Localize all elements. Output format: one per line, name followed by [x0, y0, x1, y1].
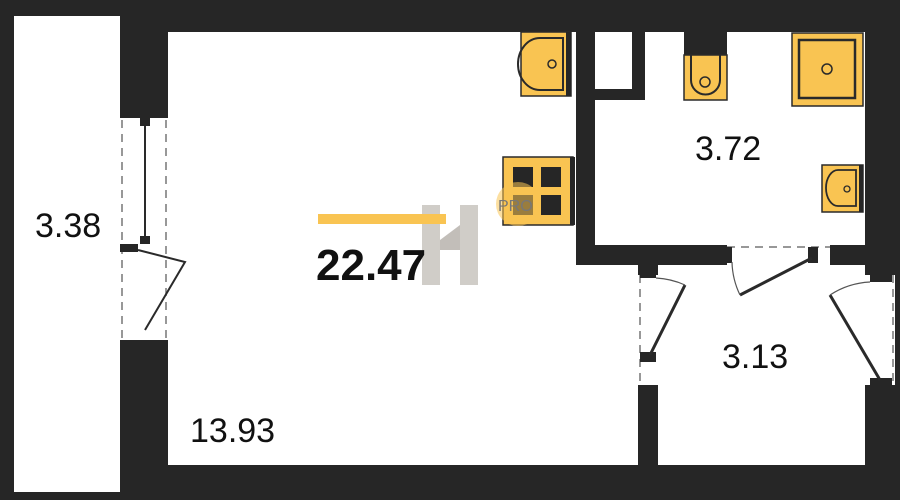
shower-icon — [791, 32, 864, 107]
shaft — [595, 32, 632, 89]
balcony-area: 3.38 — [35, 207, 101, 245]
bathroom-door[interactable] — [722, 245, 830, 297]
total-area: 22.47 — [316, 241, 426, 290]
bathroom-sink-icon — [821, 164, 864, 213]
balcony-room — [14, 16, 120, 492]
right-wall — [865, 0, 900, 500]
watermark-logo — [422, 205, 478, 285]
hall-door[interactable] — [638, 268, 687, 385]
toilet-icon — [683, 32, 728, 101]
living-room-area: 13.93 — [190, 412, 275, 450]
total-accent-bar — [318, 214, 446, 224]
bathroom-area: 3.72 — [695, 130, 761, 168]
balcony-window — [120, 118, 187, 340]
watermark-badge — [496, 182, 540, 226]
kitchen-sink-icon — [517, 31, 572, 97]
hallway-area: 3.13 — [722, 338, 788, 376]
entrance-door[interactable] — [828, 272, 895, 388]
living-room — [168, 32, 638, 465]
watermark-text: PRO — [498, 198, 533, 215]
